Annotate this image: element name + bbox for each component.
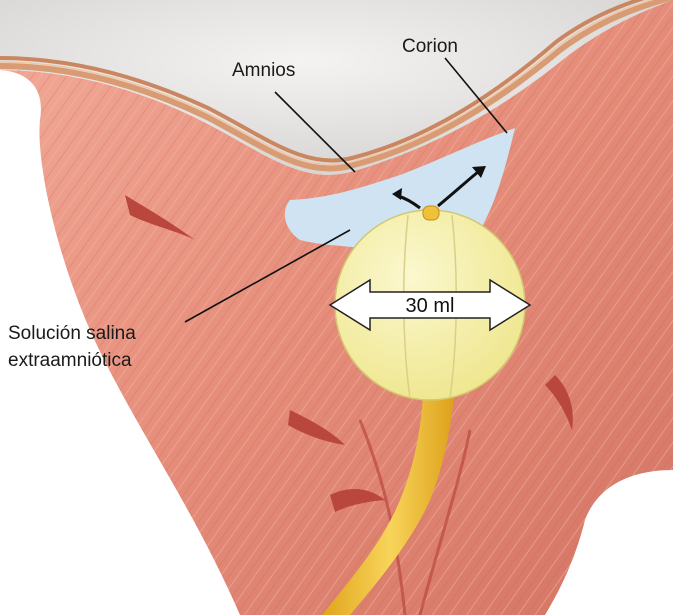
saline-label-line2: extraamniótica <box>8 350 132 371</box>
amnios-label: Amnios <box>232 60 295 81</box>
volume-label: 30 ml <box>406 295 455 317</box>
saline-label-line1: Solución salina <box>8 323 136 344</box>
corion-label: Corion <box>402 36 458 57</box>
catheter-tip <box>423 206 439 220</box>
